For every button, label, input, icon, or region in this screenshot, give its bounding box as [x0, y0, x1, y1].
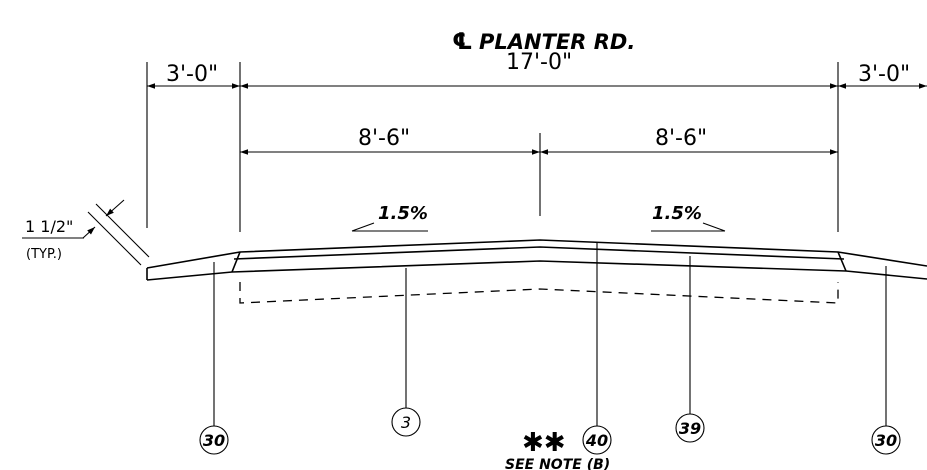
left-half-dimension: 8'-6": [358, 126, 410, 151]
thickness-arrow-upper: [105, 199, 125, 217]
left-edge-taper: [231, 251, 241, 273]
pavement-section: [146, 239, 927, 304]
thickness-arrow-lower: [82, 226, 96, 239]
callout-left-edge-label: 30: [203, 431, 225, 450]
callout-center-label: 40: [585, 431, 608, 450]
right-slope-arrow: [651, 222, 726, 232]
overall-dimension: 17'-0": [506, 50, 572, 75]
thickness-extension-line-a: [87, 211, 142, 266]
callout-right-surface: 39: [675, 413, 705, 443]
half-width-dimension-row: 8'-6" 8'-6": [240, 126, 838, 155]
subgrade-dashed-line: [239, 282, 839, 304]
right-shoulder-dimension: 3'-0": [858, 62, 910, 87]
thickness-callout: 1 1/2" (TYP.): [22, 199, 150, 266]
drawing-title: PLANTER RD.: [479, 30, 635, 54]
surface-top-line: [146, 239, 927, 269]
base-bottom-line: [146, 260, 927, 281]
right-half-dimension: 8'-6": [655, 126, 707, 151]
left-shoulder-dimension: 3'-0": [166, 62, 218, 87]
callout-base-label: 3: [401, 413, 411, 432]
slope-annotations: 1.5% 1.5%: [351, 203, 726, 232]
thickness-extension-line-b: [95, 203, 150, 258]
thickness-value: 1 1/2": [25, 217, 73, 236]
callout-center: 40: [582, 425, 612, 455]
top-dimension-row: 3'-0" 17'-0" 3'-0": [147, 50, 927, 89]
callout-base: 3: [391, 407, 421, 437]
right-edge-taper: [837, 251, 847, 272]
asterisk-marks: ✱✱: [522, 428, 566, 458]
extension-lines: [146, 62, 839, 232]
thickness-note: (TYP.): [26, 247, 62, 262]
overlay-bottom-line: [233, 246, 845, 260]
left-slope-arrow: [351, 222, 428, 232]
callouts: 30 3 40 39 30: [199, 407, 901, 455]
see-note-label: SEE NOTE (B): [505, 457, 610, 470]
right-slope-label: 1.5%: [652, 203, 702, 224]
callout-right-edge: 30: [871, 425, 901, 455]
callout-right-surface-label: 39: [679, 419, 701, 438]
callout-left-edge: 30: [199, 425, 229, 455]
centerline-symbol: ℄: [452, 29, 473, 55]
special-note: ✱✱ SEE NOTE (B): [505, 428, 610, 470]
callout-right-edge-label: 30: [875, 431, 897, 450]
callout-leaders: [213, 243, 887, 426]
left-slope-label: 1.5%: [378, 203, 428, 224]
title-group: ℄ PLANTER RD.: [452, 29, 635, 55]
